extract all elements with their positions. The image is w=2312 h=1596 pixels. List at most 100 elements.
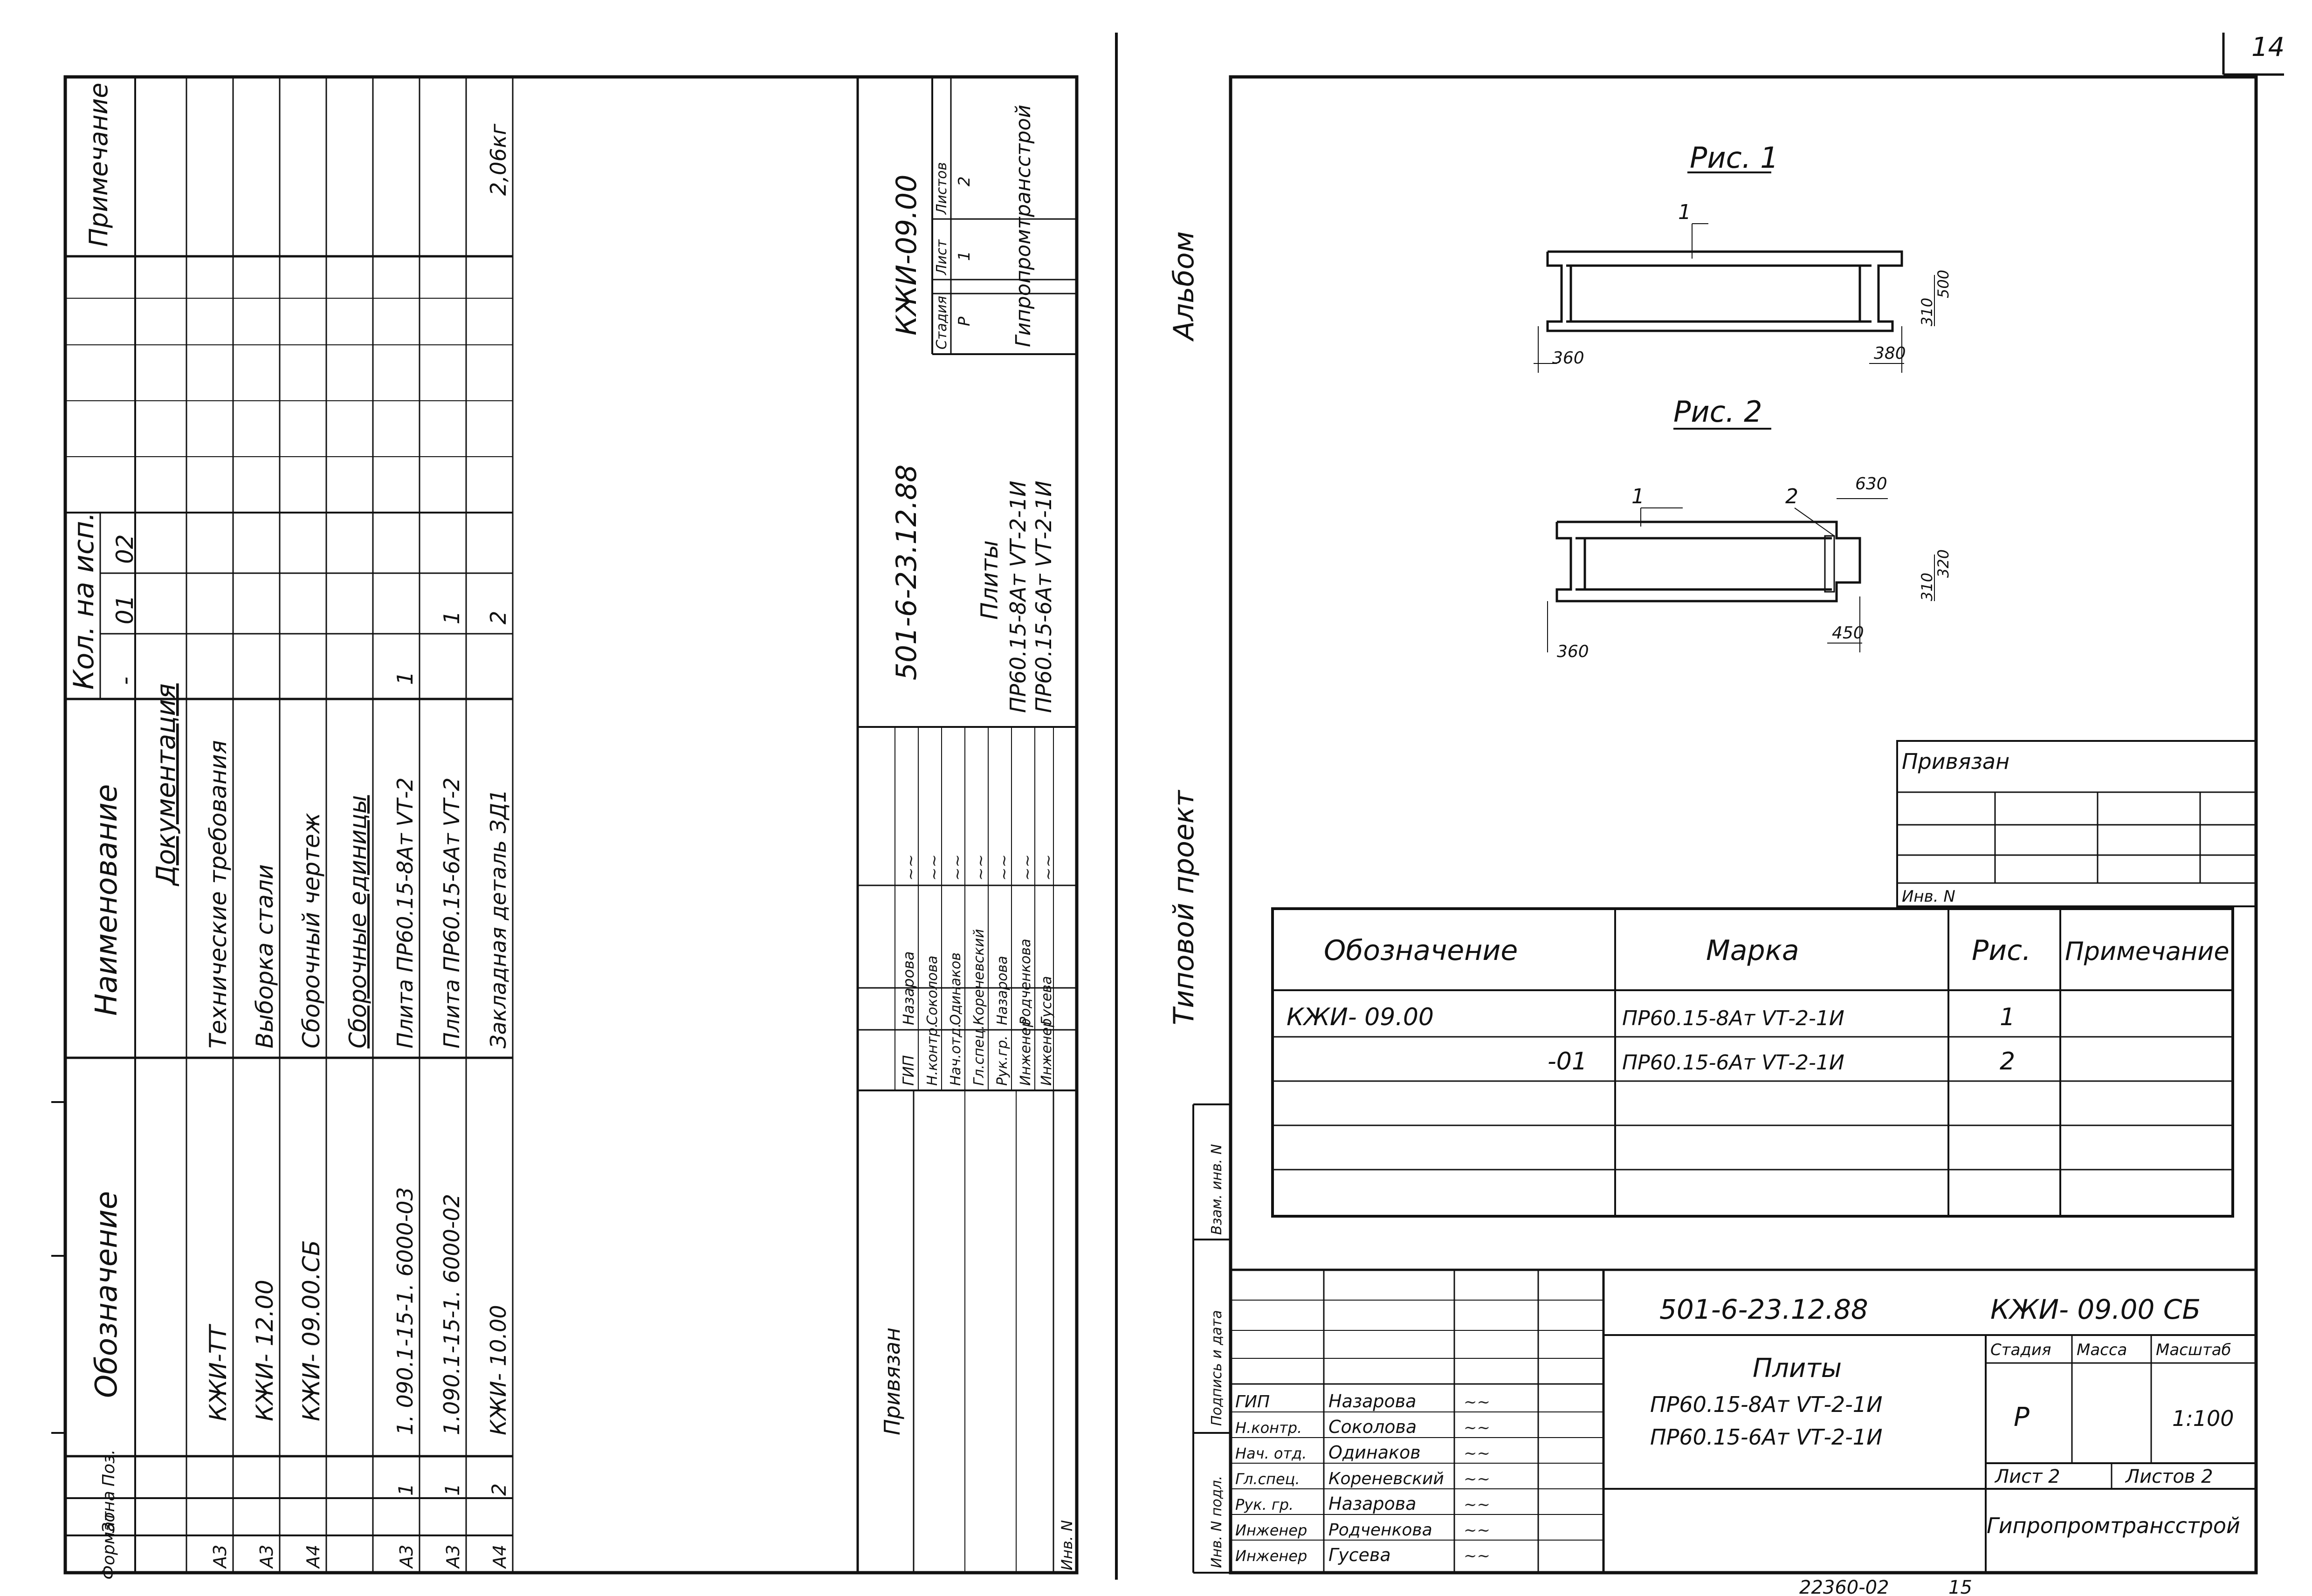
figure-2-dim-right: 450 [1832,623,1864,643]
row-name: Документация [151,684,181,887]
table-row-designation: -01 [1548,1048,1587,1075]
left-inv-label: Инв. N [1058,1520,1076,1570]
qty-02-header: 02 [111,534,138,564]
signature-scribble: ~~ [1464,1393,1490,1411]
album-label: Альбом [1168,231,1200,342]
staff-role: ГИП [1235,1392,1270,1411]
left-sheet-value: 1 [955,251,974,261]
row-format: А3 [210,1545,230,1569]
figure-1-dim-v1: 310 [1918,298,1936,326]
qty-header: Кол. на исп. [68,512,100,690]
right-sheet-text: 14 Рис. 1 1 360 380 310 500 Рис. 2 1 2 6… [1209,32,2284,1596]
right-mass-label: Масса [2077,1341,2127,1359]
staff-role: ГИП [900,1055,917,1086]
row-designation: 1.090.1-15-1. 6000-02 [439,1194,464,1435]
row-qty-1: 2 [486,611,511,624]
staff-role: Инженер [1018,1018,1034,1086]
footer-code: 22360-02 [1799,1577,1889,1596]
signature-scribble: ~~ [925,854,943,881]
left-sheet-text: Формат Зона Поз. Обозначение Наименовани… [68,82,1076,1580]
staff-name: Родченкова [1328,1521,1432,1540]
name-header: Наименование [89,784,124,1016]
table-row-fig: 1 [2000,1003,2015,1031]
staff-name: Назарова [1328,1391,1416,1411]
staff-name: Соколова [924,956,941,1025]
right-doc-code: КЖИ- 09.00 СБ [1990,1294,2201,1325]
staff-role: Н.контр. [924,1023,941,1086]
row-designation: КЖИ-ТТ [205,1324,232,1421]
row-designation: КЖИ- 12.00 [251,1280,278,1421]
table-header-note: Примечание [2065,937,2229,966]
left-bound-label: Привязан [880,1328,905,1435]
staff-role: Гл.спец. [1235,1470,1300,1488]
qty-dash-header: - [111,677,138,685]
figure-2-dim-v2: 320 [1934,549,1952,578]
row-format: А3 [256,1545,277,1569]
left-title-line2: ПР60.15-6Ат VТ-2-1И [1031,481,1056,713]
qty-01-header: 01 [111,595,138,624]
signature-scribble: ~~ [1464,1495,1490,1514]
staff-name: Одинаков [1328,1442,1421,1463]
right-sheets-text: Листов 2 [2125,1466,2213,1487]
row-note: 2,06кг [486,123,511,196]
row-pos: 1 [441,1483,464,1496]
right-organization: Гипропромтрансстрой [1987,1513,2240,1538]
right-stage-label: Стадия [1990,1341,2051,1359]
figure-2-leader-a: 1 [1631,485,1645,508]
format-header: Формат [99,1511,118,1580]
table-header-mark: Марка [1706,934,1799,967]
right-assembly-sheet [1192,33,2284,1575]
signature-scribble: ~~ [901,854,920,881]
staff-name: Родченкова [1018,938,1034,1025]
note-header: Примечание [84,82,113,247]
figure-1-title: Рис. 1 [1690,141,1779,175]
row-designation: 1. 090.1-15-1. 6000-03 [392,1187,418,1435]
side-label-replace-inv: Взам. инв. N [1209,1144,1225,1235]
signature-scribble: ~~ [1464,1470,1490,1488]
table-row-mark: ПР60.15-6Ат VТ-2-1И [1622,1051,1844,1075]
signature-scribble: ~~ [1464,1418,1490,1437]
right-project-code: 501-6-23.12.88 [1659,1294,1868,1325]
right-title-word: Плиты [1753,1353,1842,1384]
row-format: А3 [396,1545,417,1569]
staff-name: Назарова [900,951,917,1025]
side-label-inv-orig: Инв. N подл. [1209,1476,1225,1568]
figure-2-dim-left: 360 [1557,642,1589,661]
row-name: Закладная деталь ЗД1 [486,789,511,1048]
staff-name: Кореневский [1328,1469,1444,1488]
staff-role: Нач. отд. [1235,1445,1307,1462]
row-pos: 2 [488,1483,510,1496]
zone-header: Зона [99,1491,118,1533]
row-designation: КЖИ- 10.00 [486,1305,511,1435]
staff-role: Инженер [1235,1521,1307,1539]
table-row-designation: КЖИ- 09.00 [1287,1003,1434,1031]
right-scale-label: Масштаб [2156,1341,2231,1359]
row-name: Выборка стали [251,864,278,1048]
right-sheet-text: Лист 2 [1994,1466,2060,1487]
row-name: Сборочные единицы [344,795,372,1048]
right-scale-value: 1:100 [2172,1406,2234,1431]
table-row-mark: ПР60.15-8Ат VТ-2-1И [1622,1007,1844,1030]
staff-role: Рук.гр. [994,1035,1011,1086]
staff-role: Инженер [1235,1547,1307,1565]
row-format: А3 [443,1545,463,1569]
page-number: 14 [2251,32,2284,62]
figure-2-drawing [1547,498,1935,652]
row-format: А4 [303,1545,323,1569]
staff-name: Назарова [1328,1493,1416,1514]
row-qty-1: 1 [439,611,464,624]
table-row-fig: 2 [2000,1048,2015,1075]
signature-scribble: ~~ [1039,854,1058,881]
left-doc-code: КЖИ-09.00 [890,174,923,336]
left-title-line1: ПР60.15-8Ат VТ-2-1И [1005,481,1031,713]
figure-1-dim-v2: 500 [1934,270,1952,298]
left-spec-sheet [51,75,1079,1575]
figure-2-title: Рис. 2 [1673,395,1762,429]
staff-role: Н.контр. [1235,1419,1302,1437]
left-sheets-label: Листов [934,162,950,215]
figure-2-leader-b: 2 [1785,485,1798,508]
left-sheet-label: Лист [934,239,950,275]
left-organization: Гипропромтрансстрой [1012,105,1035,347]
